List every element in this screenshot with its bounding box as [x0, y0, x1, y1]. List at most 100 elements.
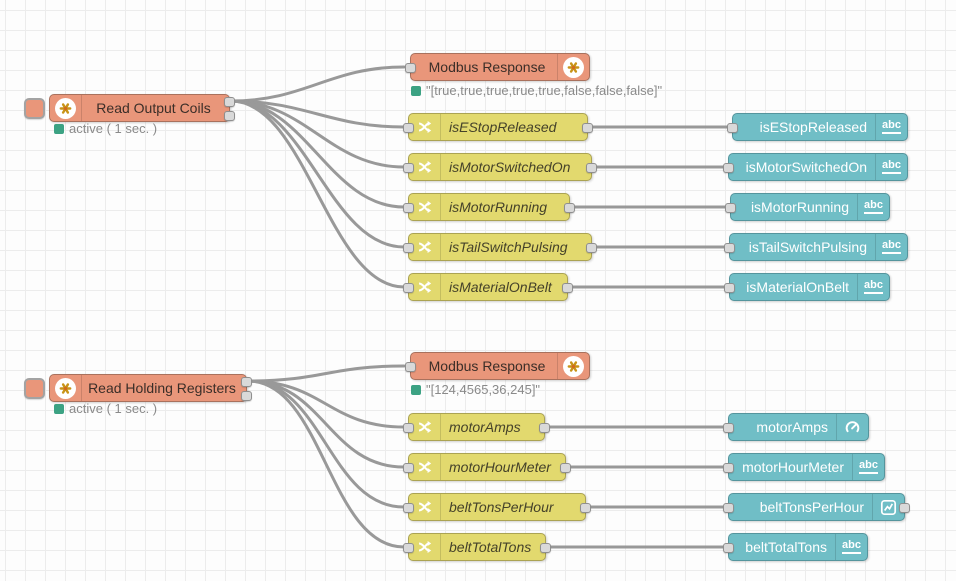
ui-text-node[interactable]: isMotorSwitchedOn abc — [723, 153, 908, 181]
chart-icon — [872, 494, 904, 520]
node-label: isMotorRunning — [449, 199, 548, 215]
modbus-flower-icon — [557, 353, 589, 379]
input-port[interactable] — [403, 123, 414, 133]
node-label: isMotorSwitchedOn — [449, 159, 571, 175]
change-node[interactable]: isTailSwitchPulsing — [403, 233, 597, 261]
output-port[interactable] — [564, 203, 575, 213]
change-node[interactable]: isEStopReleased — [403, 113, 593, 141]
change-node[interactable]: isMaterialOnBelt — [403, 273, 573, 301]
node-label: motorHourMeter — [742, 459, 844, 475]
output-port[interactable] — [560, 463, 571, 473]
status-text: "[124,4565,36,245]" — [426, 382, 541, 397]
wire[interactable] — [229, 65, 406, 103]
output-port-1[interactable] — [224, 97, 235, 107]
wire[interactable] — [229, 99, 406, 249]
input-port[interactable] — [727, 123, 738, 133]
input-port[interactable] — [405, 362, 416, 372]
modbus-flower-icon — [50, 375, 82, 401]
ui-text-node[interactable]: motorHourMeter abc — [723, 453, 885, 481]
input-port[interactable] — [405, 63, 416, 73]
change-node[interactable]: motorAmps — [403, 413, 550, 441]
node-status: "[true,true,true,true,true,false,false,f… — [411, 83, 662, 98]
modbus-flower-icon — [557, 54, 589, 80]
wire[interactable] — [246, 379, 406, 429]
node-label: isMotorSwitchedOn — [745, 159, 867, 175]
ui-text-node[interactable]: isMotorRunning abc — [725, 193, 890, 221]
output-port[interactable] — [899, 503, 910, 513]
output-port[interactable] — [586, 163, 597, 173]
input-port[interactable] — [403, 283, 414, 293]
node-label: motorHourMeter — [449, 459, 551, 475]
input-port[interactable] — [724, 283, 735, 293]
change-node[interactable]: beltTonsPerHour — [403, 493, 591, 521]
wire[interactable] — [246, 379, 406, 469]
node-label: motorAmps — [756, 419, 828, 435]
change-node[interactable]: isMotorRunning — [403, 193, 575, 221]
modbus-response-node[interactable]: Modbus Response — [405, 352, 590, 380]
node-label: Modbus Response — [428, 358, 546, 374]
wire[interactable] — [246, 364, 406, 383]
text-abc-icon: abc — [875, 114, 907, 140]
input-port[interactable] — [725, 203, 736, 213]
modbus-read-node[interactable]: Read Holding Registers — [24, 374, 252, 402]
change-shuffle-icon — [409, 114, 441, 140]
output-port[interactable] — [580, 503, 591, 513]
node-label: isMotorRunning — [750, 199, 849, 215]
ui-text-node[interactable]: beltTotalTons abc — [723, 533, 868, 561]
input-port[interactable] — [723, 163, 734, 173]
input-port[interactable] — [724, 243, 735, 253]
modbus-response-node[interactable]: Modbus Response — [405, 53, 590, 81]
node-label: beltTonsPerHour — [449, 499, 554, 515]
ui-chart-node[interactable]: beltTonsPerHour — [723, 493, 910, 521]
output-port[interactable] — [562, 283, 573, 293]
output-port[interactable] — [582, 123, 593, 133]
input-port[interactable] — [403, 503, 414, 513]
ui-text-node[interactable]: isMaterialOnBelt abc — [724, 273, 890, 301]
wire[interactable] — [246, 379, 406, 509]
change-shuffle-icon — [409, 194, 441, 220]
change-shuffle-icon — [409, 414, 441, 440]
status-text: active ( 1 sec. ) — [69, 401, 158, 416]
wire[interactable] — [246, 379, 406, 549]
node-label: isTailSwitchPulsing — [449, 239, 568, 255]
text-abc-icon: abc — [852, 454, 884, 480]
change-node[interactable]: motorHourMeter — [403, 453, 571, 481]
ui-text-node[interactable]: isTailSwitchPulsing abc — [724, 233, 908, 261]
ui-text-node[interactable]: isEStopReleased abc — [727, 113, 908, 141]
inject-button[interactable] — [24, 98, 45, 119]
status-text: "[true,true,true,true,true,false,false,f… — [426, 83, 663, 98]
node-label: Read Output Coils — [96, 100, 211, 116]
node-status: active ( 1 sec. ) — [54, 121, 157, 136]
inject-button[interactable] — [24, 378, 45, 399]
output-port[interactable] — [539, 423, 550, 433]
output-port-2[interactable] — [224, 111, 235, 121]
wire[interactable] — [229, 99, 406, 209]
node-label: beltTonsPerHour — [759, 499, 864, 515]
change-shuffle-icon — [409, 154, 441, 180]
change-shuffle-icon — [409, 274, 441, 300]
change-node[interactable]: beltTotalTons — [403, 533, 551, 561]
wire[interactable] — [229, 99, 406, 289]
node-label: Read Holding Registers — [88, 380, 236, 396]
input-port[interactable] — [723, 543, 734, 553]
input-port[interactable] — [403, 423, 414, 433]
output-port[interactable] — [540, 543, 551, 553]
node-status: "[124,4565,36,245]" — [411, 382, 540, 397]
modbus-read-node[interactable]: Read Output Coils — [24, 94, 235, 122]
input-port[interactable] — [403, 463, 414, 473]
output-port-1[interactable] — [241, 377, 252, 387]
input-port[interactable] — [723, 503, 734, 513]
output-port-2[interactable] — [241, 391, 252, 401]
text-abc-icon: abc — [875, 154, 907, 180]
input-port[interactable] — [403, 163, 414, 173]
change-node[interactable]: isMotorSwitchedOn — [403, 153, 597, 181]
ui-gauge-node[interactable]: motorAmps — [723, 413, 869, 441]
input-port[interactable] — [723, 463, 734, 473]
input-port[interactable] — [403, 543, 414, 553]
output-port[interactable] — [586, 243, 597, 253]
input-port[interactable] — [403, 203, 414, 213]
input-port[interactable] — [403, 243, 414, 253]
input-port[interactable] — [723, 423, 734, 433]
